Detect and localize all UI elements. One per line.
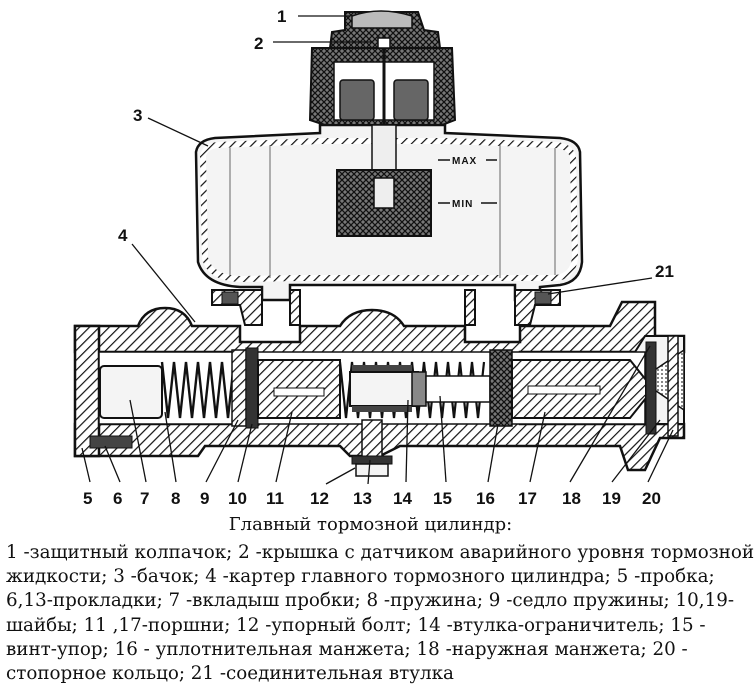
- callout-18: 18: [562, 489, 581, 508]
- callout-19: 19: [602, 489, 621, 508]
- level-marks: MAX MIN: [438, 156, 497, 210]
- callout-9: 9: [200, 489, 209, 508]
- callout-10: 10: [228, 489, 247, 508]
- callout-6: 6: [113, 489, 122, 508]
- callout-8: 8: [171, 489, 180, 508]
- legend-line: винт-упор; 16 - уплотнительная манжета; …: [6, 638, 688, 660]
- callout-11: 11: [266, 489, 284, 508]
- callout-13: 13: [353, 489, 372, 508]
- callout-16: 16: [476, 489, 495, 508]
- callout-14: 14: [393, 489, 412, 508]
- figure-caption: Главный тормозной цилиндр:: [228, 514, 513, 535]
- internal-parts: [99, 335, 679, 477]
- legend-line: стопорное кольцо; 21 -соединительная вту…: [6, 663, 454, 685]
- connecting-bushings: [211, 289, 561, 326]
- callout-12: 12: [310, 489, 329, 508]
- callout-5: 5: [83, 489, 92, 508]
- max-mark: MAX: [452, 156, 477, 167]
- min-mark: MIN: [452, 199, 473, 210]
- callout-1: 1: [277, 7, 286, 26]
- callout-20: 20: [642, 489, 661, 508]
- legend-line: шайбы; 11 ,17-поршни; 12 -упорный болт; …: [6, 614, 706, 636]
- legend-line: жидкости; 3 -бачок; 4 -картер главного т…: [6, 566, 715, 588]
- callout-15: 15: [433, 489, 452, 508]
- callout-21: 21: [655, 262, 674, 281]
- callout-7: 7: [140, 489, 149, 508]
- legend-line: 6,13-прокладки; 7 -вкладыш пробки; 8 -пр…: [6, 590, 735, 612]
- callout-3: 3: [133, 106, 142, 125]
- cap-and-sensor: [308, 10, 457, 237]
- callout-2: 2: [254, 34, 263, 53]
- figure-legend: 1 -защитный колпачок; 2 -крышка с датчик…: [6, 541, 754, 686]
- callout-4: 4: [118, 226, 128, 245]
- legend-line: 1 -защитный колпачок; 2 -крышка с датчик…: [6, 542, 754, 563]
- callouts: 1 2 3 4 21 5 6 7 8 9 10 11 12 13 14 15 1…: [81, 7, 674, 508]
- callout-17: 17: [518, 489, 537, 508]
- brake-cylinder-diagram: MAX MIN: [73, 7, 686, 508]
